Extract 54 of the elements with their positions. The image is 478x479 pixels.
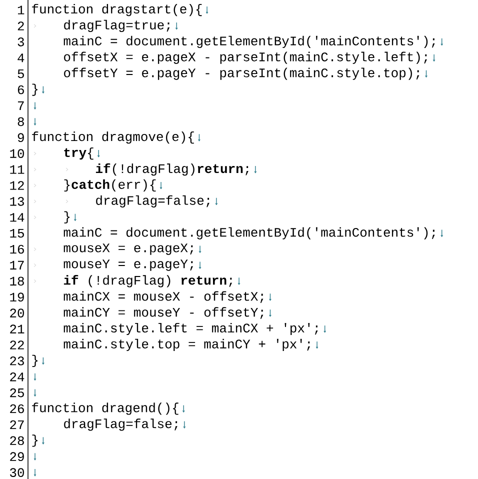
code-line: if (!dragFlag) return; — [64, 275, 232, 288]
code-line: mainCY = mouseY - offsetY; — [64, 307, 264, 319]
line-number: 12 — [10, 181, 24, 190]
line-number: 18 — [10, 276, 24, 286]
line-number: 17 — [10, 260, 24, 270]
line-number: 27 — [10, 420, 24, 430]
code-line: dragFlag=false; — [64, 418, 178, 431]
code-line: mainC = document.getElementById('mainContents'); — [64, 227, 435, 240]
line-number: 28 — [10, 436, 24, 446]
line-number: 24 — [10, 372, 24, 382]
code-line: function dragend(){ — [32, 402, 178, 415]
code-line: dragFlag=true; — [64, 20, 170, 32]
line-number: 14 — [10, 213, 24, 222]
code-line: mouseY = e.pageY; — [64, 260, 193, 271]
code-line: mainC = document.getElementById('mainContents'); — [64, 36, 435, 48]
line-number: 3 — [18, 37, 24, 46]
line-number: 21 — [10, 324, 24, 334]
code-line: mainCX = mouseX - offsetX; — [64, 291, 264, 303]
line-number: 15 — [10, 228, 24, 238]
code-line: function dragstart(e){ — [32, 4, 202, 16]
line-number: 26 — [10, 404, 24, 414]
code-line: } — [32, 434, 38, 447]
line-number: 30 — [10, 468, 24, 477]
line-number: 20 — [10, 308, 24, 318]
code-line: offsetY = e.pageY - parseInt(mainC.style.top); — [64, 68, 420, 80]
line-number: 5 — [18, 69, 24, 78]
code-line: if(!dragFlag)return; — [96, 163, 248, 176]
code-line: } — [32, 354, 38, 367]
line-number: 29 — [10, 452, 24, 461]
line-number: 11 — [10, 165, 24, 174]
code-line: }catch(err){ — [64, 179, 156, 192]
line-number: 13 — [10, 196, 24, 206]
line-number: 6 — [18, 85, 24, 94]
code-line: } — [32, 84, 38, 96]
line-number: 10 — [10, 149, 24, 158]
line-number: 22 — [10, 340, 24, 350]
code-line: mainC.style.top = mainCY + 'px'; — [64, 338, 310, 351]
line-number: 25 — [10, 388, 24, 398]
line-number: 2 — [18, 22, 24, 30]
code-line: mainC.style.left = mainCX + 'px'; — [64, 322, 318, 336]
code-line: dragFlag=false; — [96, 195, 210, 208]
line-number: 7 — [18, 101, 24, 110]
code-line: offsetX = e.pageX - parseInt(mainC.style.left); — [64, 52, 427, 64]
code-line: mouseX = e.pageX; — [64, 244, 193, 255]
line-number: 1 — [18, 6, 24, 14]
code-line: try{ — [64, 148, 94, 160]
line-number: 8 — [18, 117, 24, 126]
line-number: 9 — [18, 133, 24, 142]
line-number: 23 — [10, 356, 24, 366]
line-number: 19 — [10, 292, 24, 302]
line-number: 4 — [18, 54, 24, 62]
code-line: } — [64, 211, 70, 224]
code-line: function dragmove(e){ — [32, 132, 194, 144]
line-number: 16 — [10, 244, 24, 254]
